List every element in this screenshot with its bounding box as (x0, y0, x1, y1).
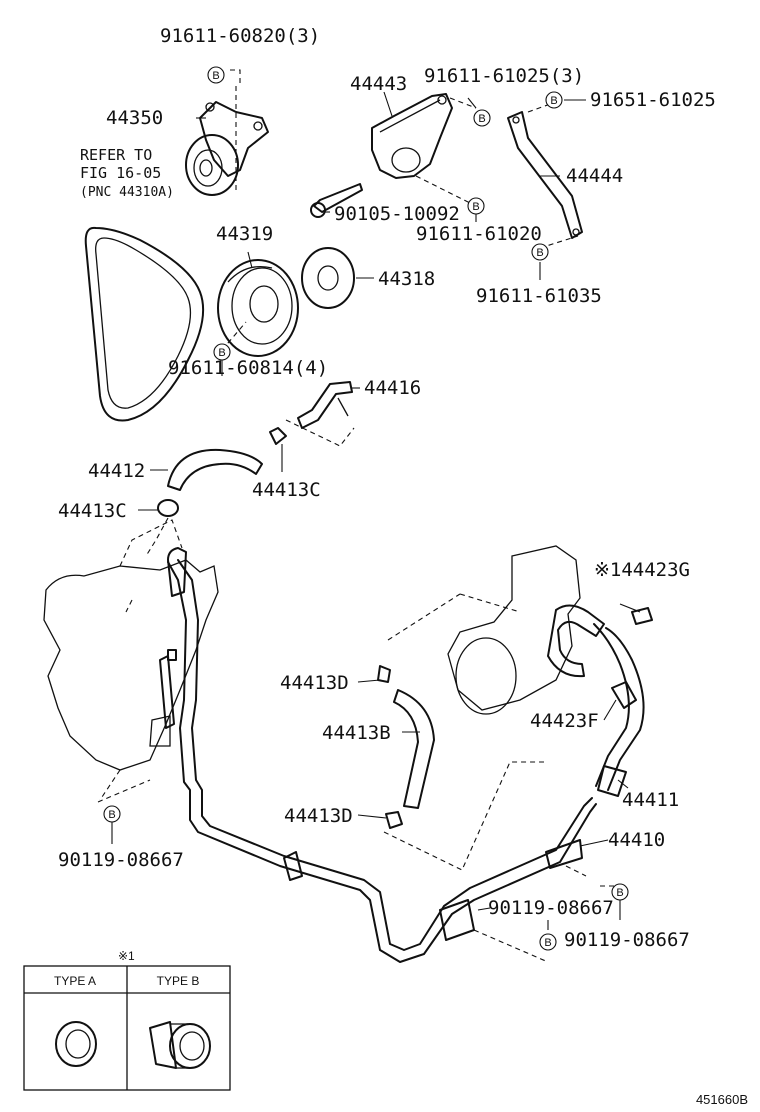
svg-text:B: B (550, 95, 557, 107)
svg-text:B: B (544, 937, 551, 949)
bolt-marker: B (539, 933, 557, 951)
part-label: 90119-08667 (564, 929, 690, 951)
refer-note-line2: FIG 16-05 (80, 164, 161, 182)
part-label: 44413C (58, 500, 127, 522)
part-label: 90119-08667 (58, 849, 184, 871)
diagram-id: 451660B (696, 1092, 748, 1107)
part-label: 91611-61025(3) (424, 65, 584, 87)
bolt-marker: B (103, 805, 121, 823)
bolt-marker: B (213, 343, 231, 361)
return-hose (377, 665, 544, 871)
svg-text:B: B (212, 70, 219, 82)
drive-belt (84, 226, 205, 422)
pipe-assembly (149, 547, 597, 963)
part-label: 44413D (284, 805, 353, 827)
idler-pulley-bracket (185, 101, 269, 196)
leader-lines (111, 91, 641, 930)
union-bolt (611, 607, 653, 709)
svg-text:B: B (616, 887, 623, 899)
power-steering-pump (387, 545, 581, 715)
hose-clamp-icon (149, 1021, 211, 1069)
part-label: 44423F (530, 710, 599, 732)
part-label: 91611-60820(3) (160, 25, 320, 47)
part-label: 44319 (216, 223, 273, 245)
svg-text:B: B (218, 347, 225, 359)
bolt (310, 183, 363, 218)
pump-pulley (217, 259, 299, 357)
part-label: 44413D (280, 672, 349, 694)
part-label: 91611-61035 (476, 285, 602, 307)
part-label: 90119-08667 (488, 897, 614, 919)
part-label: 44416 (364, 377, 421, 399)
bolt-marker: B (531, 243, 549, 261)
part-label: ※144423G (594, 559, 690, 581)
part-label: 91611-60814(4) (168, 357, 328, 379)
hose-clips (157, 427, 287, 517)
svg-text:B: B (536, 247, 543, 259)
bolt-marker: B (467, 197, 485, 215)
refer-note-line3: (PNC 44310A) (80, 185, 174, 200)
bolt-marker: B (611, 883, 629, 901)
refer-note: REFER TO FIG 16-05 (PNC 44310A) (80, 146, 174, 200)
bolt-marker: B (207, 66, 225, 84)
pump-bracket (371, 93, 453, 179)
type-legend: ※1 TYPE A TYPE B (23, 949, 231, 1091)
part-label: 91651-61025 (590, 89, 716, 111)
svg-text:B: B (108, 809, 115, 821)
pressure-hose (547, 604, 645, 797)
reservoir-hose (167, 448, 263, 491)
legend-note-symbol: ※1 (118, 949, 135, 963)
bolt-markers: B B B B B B B B B (103, 66, 629, 951)
legend-type-b: TYPE B (157, 974, 200, 988)
dashed-leaders (97, 69, 621, 963)
part-label: 44411 (622, 789, 679, 811)
part-label: 44410 (608, 829, 665, 851)
pulley-plate (301, 247, 355, 309)
bolt-marker: B (473, 109, 491, 127)
part-label: 44412 (88, 460, 145, 482)
part-label: 44443 (350, 73, 407, 95)
engine-outline (43, 519, 219, 801)
part-label: 44444 (566, 165, 623, 187)
gasket-ring-icon (55, 1021, 97, 1067)
legend-type-a: TYPE A (54, 974, 96, 988)
part-label: 44413C (252, 479, 321, 501)
part-label: 90105-10092 (334, 203, 460, 225)
svg-text:B: B (478, 113, 485, 125)
part-label: 44413B (322, 722, 391, 744)
part-label: 44318 (378, 268, 435, 290)
refer-note-line1: REFER TO (80, 146, 152, 164)
part-labels: 91611-60820(3) 44350 44443 91611-61025(3… (58, 25, 716, 951)
part-label: 44350 (106, 107, 163, 129)
pump-stay (507, 111, 583, 239)
bolt-marker: B (545, 91, 563, 109)
part-label: 91611-61020 (416, 223, 542, 245)
return-tube (297, 381, 353, 429)
svg-text:B: B (472, 201, 479, 213)
